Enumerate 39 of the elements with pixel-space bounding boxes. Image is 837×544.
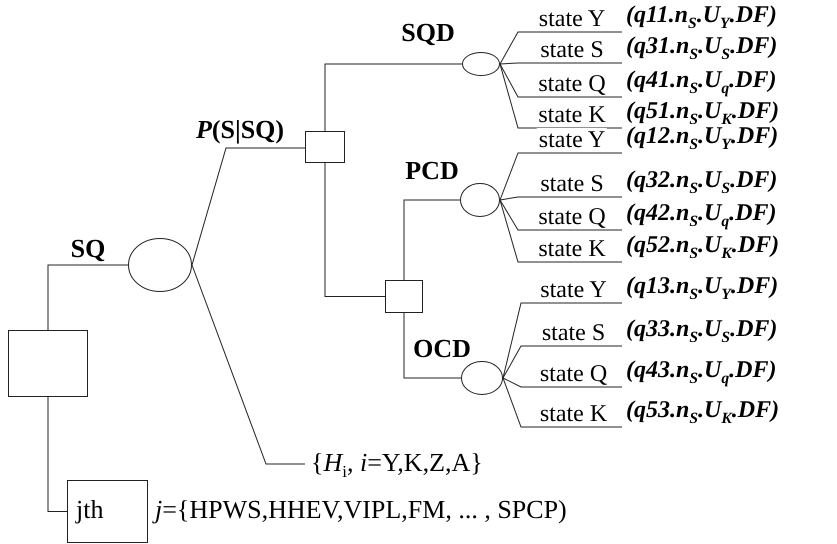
decision-box [385,280,423,313]
alternative-label: jth [76,495,104,525]
branch-line [48,264,128,330]
branch-line [502,346,622,378]
branch-line [192,148,306,266]
payoff-text: (q52.n$_{S}$.U$_{K}$.DF) [626,233,780,262]
branch-line [404,312,462,378]
payoff-text: (q42.n$_{S}$.U$_{q}$.DF) [626,201,777,230]
payoff-text: (q33.n$_{S}$.U$_{S}$.DF) [626,317,778,346]
branch-line [500,196,622,200]
branch-line [500,200,622,262]
decision-box [8,330,88,397]
outcome-set-label: {H$_{i}$, i=Y,K,Z,A} [311,448,483,482]
payoff-text: (q32.n$_{S}$.U$_{S}$.DF) [626,168,778,196]
branch-line [48,396,68,512]
payoff-text: (q43.n$_{S}$.U$_{q}$.DF) [626,358,777,386]
branch-line [404,200,460,280]
branch-line [500,62,622,64]
payoff-text: (q31.n$_{S}$.U$_{S}$.DF) [626,34,778,62]
branch-line [500,32,622,64]
branch-line [500,200,622,230]
payoff-text: (q11.n$_{S}$.U$_{Y}$.DF) [626,3,777,32]
branch-line [502,302,622,378]
payoff-text: (q41.n$_{S}$.U$_{q}$.DF) [626,68,777,96]
branch-line [192,264,306,464]
branch-line [324,64,462,132]
branch-line [502,378,622,388]
branch-line [502,378,622,428]
branch-line [324,162,386,297]
state-label: state Q [538,362,610,386]
branch-line [500,64,622,128]
decision-box [305,131,345,163]
payoff-text: (q13.n$_{S}$.U$_{Y}$.DF) [626,274,778,302]
branch-line [500,152,622,200]
branch-line [500,64,622,98]
state-label: state Q [536,72,608,96]
branch-label: P(S|SQ) [196,117,284,143]
payoff-text: (q53.n$_{S}$.U$_{K}$.DF) [626,398,780,426]
state-label: state Q [536,205,608,229]
